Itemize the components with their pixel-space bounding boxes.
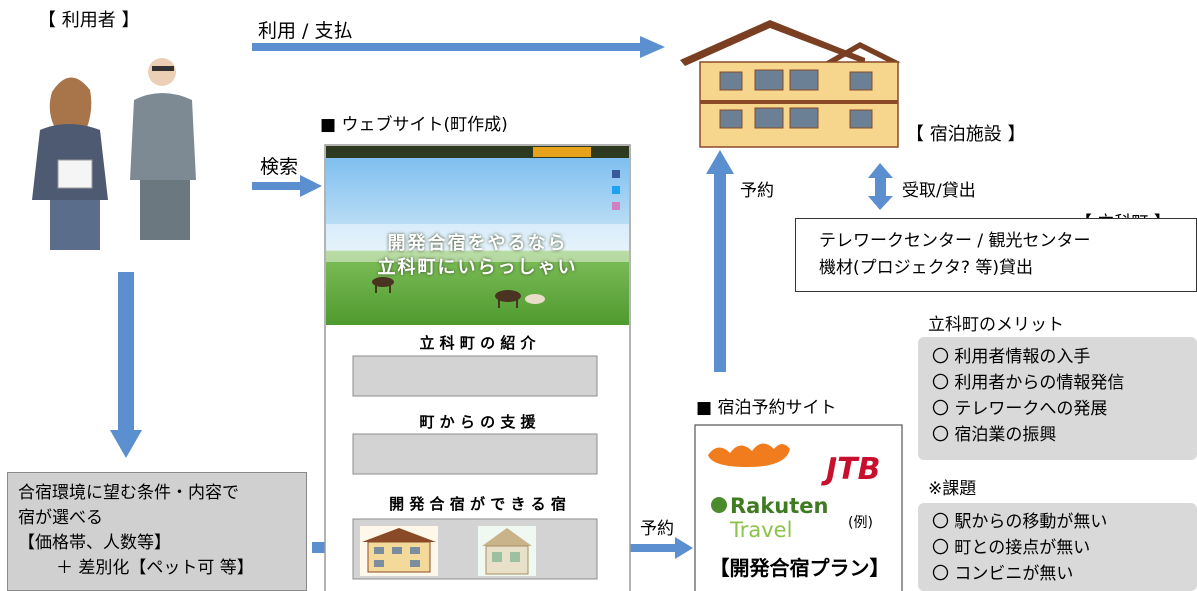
jtb-logo: JTB — [826, 452, 881, 487]
user-down-arrow — [110, 272, 142, 458]
hero-text: 開発合宿をやるなら 立科町にいらっしゃい — [326, 232, 629, 280]
town-box: テレワークセンター / 観光センター 機材(プロジェクタ? 等)貸出 — [795, 218, 1197, 292]
conditions-line-1: 合宿環境に望む条件・内容で — [18, 483, 239, 503]
user-label: 【 利用者 】 — [38, 10, 140, 31]
horse-shapes — [372, 277, 545, 308]
search-arrow — [252, 175, 322, 197]
booking-to-facility-arrow — [706, 150, 734, 372]
conditions-box: 合宿環境に望む条件・内容で 宿が選べる 【価格帯、人数等】 ＋ 差別化【ペット可… — [7, 472, 307, 591]
booking-site-box — [694, 424, 903, 591]
section-intro-title: 立 科 町 の 紹 介 — [419, 334, 536, 352]
merit-item: 〇 宿泊業の振興 — [932, 425, 1057, 445]
travel-logo: Travel — [730, 518, 793, 542]
issues-title: ※課題 — [928, 479, 977, 499]
conditions-line-2: 宿が選べる — [18, 508, 103, 528]
users-illustration — [32, 58, 196, 250]
merit-item: 〇 テレワークへの発展 — [932, 399, 1108, 419]
merit-item: 〇 利用者からの情報発信 — [932, 373, 1125, 393]
section-support-title: 町 か ら の 支 援 — [419, 413, 536, 431]
inn-thumbnail-1 — [360, 526, 438, 576]
building-illustration — [680, 20, 900, 148]
search-label: 検索 — [260, 156, 299, 178]
reserve-top-label: 予約 — [740, 181, 774, 201]
issues-box: 〇 駅からの移動が無い 〇 町との接点が無い 〇 コンビニが無い — [918, 503, 1197, 591]
merit-item: 〇 利用者情報の入手 — [932, 347, 1091, 367]
plan-label: 【開発合宿プラン】 — [709, 556, 890, 580]
hero-line-2: 立科町にいらっしゃい — [377, 257, 578, 278]
inn-thumbnail-2 — [478, 526, 536, 576]
issue-item: 〇 町との接点が無い — [932, 538, 1091, 558]
lend-double-arrow — [868, 163, 893, 210]
merits-title: 立科町のメリット — [928, 315, 1064, 335]
town-line-1: テレワークセンター / 観光センター — [819, 231, 1091, 251]
facility-label: 【 宿泊施設 】 — [906, 124, 1026, 145]
website-caption: ■ ウェブサイト(町作成) — [320, 115, 508, 135]
issue-item: 〇 コンビニが無い — [932, 564, 1074, 584]
website-mockup — [324, 144, 631, 591]
use-pay-arrow — [252, 36, 665, 58]
rakuten-logo: Rakuten — [730, 494, 829, 518]
use-pay-label: 利用 / 支払 — [258, 20, 353, 42]
conditions-line-3: 【価格帯、人数等】 — [18, 533, 171, 553]
lend-label: 受取/貸出 — [902, 181, 976, 201]
reserve-bottom-label: 予約 — [640, 519, 674, 539]
section-inns-title: 開 発 合 宿 が で き る 宿 — [389, 495, 566, 513]
merits-box: 〇 利用者情報の入手 〇 利用者からの情報発信 〇 テレワークへの発展 〇 宿泊… — [918, 337, 1197, 460]
hero-line-1: 開発合宿をやるなら — [387, 233, 568, 254]
booking-caption: ■ 宿泊予約サイト — [696, 398, 837, 418]
conditions-line-4: ＋ 差別化【ペット可 等】 — [56, 558, 254, 578]
issue-item: 〇 駅からの移動が無い — [932, 512, 1108, 532]
example-note: (例) — [848, 515, 873, 531]
town-line-2: 機材(プロジェクタ? 等)貸出 — [819, 258, 1034, 278]
